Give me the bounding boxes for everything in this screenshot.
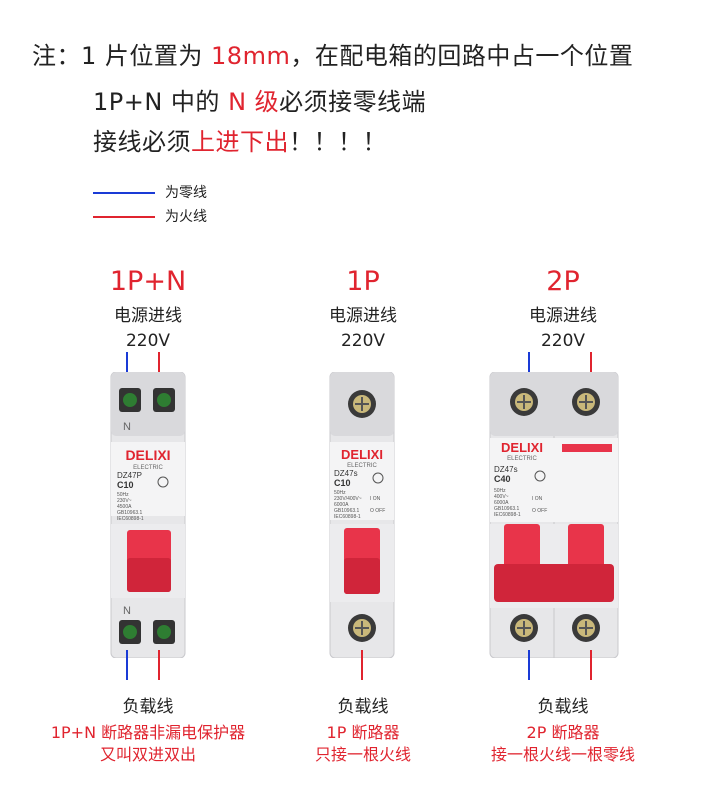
voltage-2p: 220V (540, 331, 586, 351)
rating: C10 (117, 480, 134, 490)
note-text: ，在配电箱的回路中占一个位置 (290, 42, 634, 70)
note-highlight: 18mm (211, 42, 291, 70)
input-label-1pn: 电源进线 (114, 306, 182, 326)
live-wire-out-2p (590, 650, 592, 680)
toggle-lever (504, 524, 540, 572)
caption-2p: 2P 断路器 接一根火线一根零线 (433, 722, 693, 766)
spec-line: IEC60898-1 (334, 514, 361, 520)
note-highlight: N 级 (228, 88, 280, 116)
caption-line: 2P 断路器 (526, 723, 600, 742)
brand-logo: DELIXI (125, 447, 170, 463)
spec-line: GB10963.1 (117, 510, 143, 516)
caption-line: 接一根火线一根零线 (490, 745, 635, 764)
note-text: ！！！！ (289, 128, 387, 156)
input-label-1p: 电源进线 (329, 306, 397, 326)
rating: C10 (334, 478, 351, 488)
note-line-2: 1P+N 中的 N 级必须接零线端 (93, 82, 426, 117)
breaker-title-1p: 1P (346, 266, 380, 297)
note-text: 接线必须 (93, 128, 191, 156)
ccc-mark-icon (534, 470, 546, 482)
toggle-lever (568, 524, 604, 572)
terminal-screw (157, 625, 171, 639)
terminal-mark: N (123, 605, 131, 617)
neutral-wire-out-2p (528, 650, 530, 680)
breaker-1pn: N DELIXI ELECTRIC DZ47P C10 50Hz 230V~ 4… (110, 372, 186, 658)
load-label-1p: 负载线 (337, 697, 389, 717)
spec-line: 6000A (334, 502, 349, 508)
switch-off-mark: O OFF (370, 508, 385, 514)
note-highlight: 上进下出 (191, 128, 289, 156)
spec-line: 50Hz (494, 488, 506, 494)
sub-brand: ELECTRIC (133, 465, 163, 471)
note-text: 1P+N 中的 (93, 88, 229, 116)
rating: C40 (494, 474, 511, 484)
caption-1p: 1P 断路器 只接一根火线 (233, 722, 493, 766)
caption-line: 1P 断路器 (326, 723, 400, 742)
caption-line: 1P+N 断路器非漏电保护器 (50, 723, 246, 742)
terminal-screw (123, 625, 137, 639)
spec-line: 230V/400V~ (334, 496, 362, 502)
terminal-mark: N (123, 421, 131, 433)
legend-label: 为零线 (165, 185, 207, 201)
switch-on-mark: I ON (370, 496, 381, 502)
note-text: 必须接零线端 (279, 88, 427, 116)
spec-line: 4500A (117, 504, 132, 510)
spec-line: 6000A (494, 500, 509, 506)
ccc-mark-icon (157, 476, 169, 488)
neutral-wire-out-1pn (126, 650, 128, 680)
brand-logo: DELIXI (341, 447, 383, 462)
terminal-screw (123, 393, 137, 407)
brand-logo: DELIXI (501, 440, 543, 455)
load-label-2p: 负载线 (537, 697, 589, 717)
red-label-strip (562, 444, 612, 452)
voltage-1p: 220V (340, 331, 386, 351)
live-wire-out-1p (361, 650, 363, 680)
ccc-mark-icon (372, 472, 384, 484)
switch-off-mark: O OFF (532, 508, 547, 514)
caption-line: 只接一根火线 (314, 745, 411, 764)
breaker-title-1pn: 1P+N (109, 266, 187, 297)
switch-on-mark: I ON (532, 496, 543, 502)
caption-line: 又叫双进双出 (99, 745, 196, 764)
voltage-1pn: 220V (125, 331, 171, 351)
note-line-1: 注：1 片位置为 18mm，在配电箱的回路中占一个位置 (32, 36, 633, 71)
legend-label: 为火线 (165, 209, 207, 225)
spec-line: 50Hz (334, 490, 346, 496)
breaker-title-2p: 2P (546, 266, 580, 297)
live-line-swatch (93, 216, 155, 218)
load-label-1pn: 负载线 (122, 697, 174, 717)
breaker-2p: DELIXI ELECTRIC DZ47s C40 50Hz 400V~ 600… (489, 372, 619, 658)
legend-neutral: 为零线 (93, 182, 207, 202)
neutral-line-swatch (93, 192, 155, 194)
toggle-tie-bar (494, 564, 614, 602)
spec-line: GB10963.1 (334, 508, 360, 514)
note-text: 注：1 片位置为 (32, 42, 212, 70)
model: DZ47s (494, 465, 518, 474)
caption-1pn: 1P+N 断路器非漏电保护器 又叫双进双出 (18, 722, 278, 766)
model: DZ47s (334, 469, 358, 478)
spec-line: IEC60898-1 (117, 516, 144, 522)
model: DZ47P (117, 471, 142, 480)
note-line-3: 接线必须上进下出！！！！ (93, 122, 387, 157)
spec-line: 400V~ (494, 494, 509, 500)
sub-brand: ELECTRIC (507, 456, 537, 462)
spec-line: 230V~ (117, 498, 132, 504)
live-wire-out-1pn (158, 650, 160, 680)
breaker-1p: DELIXI ELECTRIC DZ47s C10 50Hz 230V/400V… (329, 372, 395, 658)
terminal-screw (157, 393, 171, 407)
input-label-2p: 电源进线 (529, 306, 597, 326)
sub-brand: ELECTRIC (347, 463, 377, 469)
spec-line: 50Hz (117, 492, 129, 498)
spec-line: IEC60898-1 (494, 512, 521, 518)
spec-line: GB10963.1 (494, 506, 520, 512)
legend-live: 为火线 (93, 206, 207, 226)
